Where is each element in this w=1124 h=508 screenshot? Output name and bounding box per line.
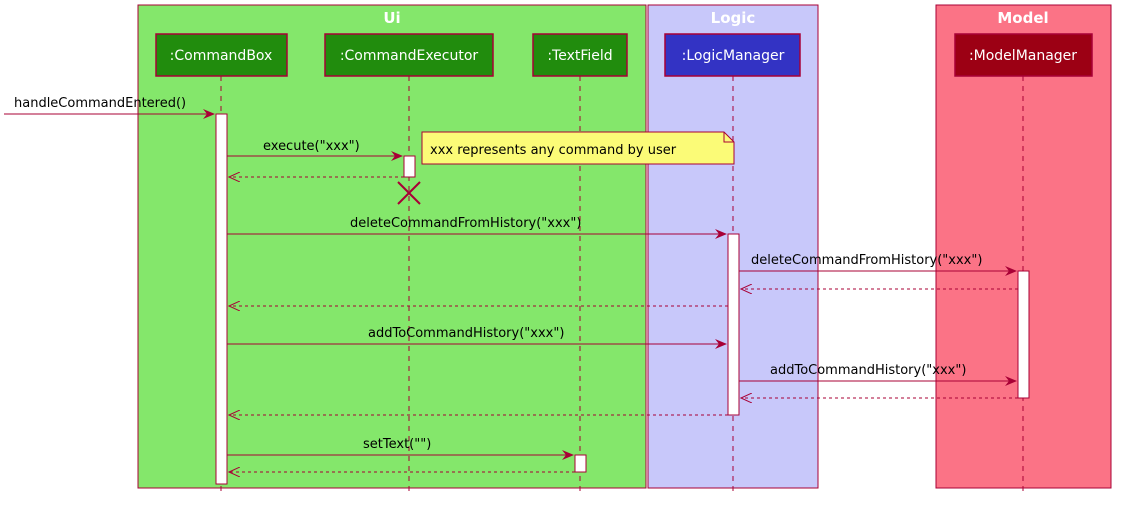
message-add-model-label: addToCommandHistory("xxx") xyxy=(770,363,966,378)
participant-logicmanager-label: :LogicManager xyxy=(682,48,785,64)
participant-logicmanager-box xyxy=(664,33,801,77)
activations xyxy=(215,113,1030,485)
activation-logicmanager xyxy=(727,233,740,416)
box-model-title: Model xyxy=(997,9,1048,27)
note: xxx represents any command by user xyxy=(421,131,735,165)
activation-modelmanager xyxy=(1017,270,1030,399)
participant-commandbox-box xyxy=(155,33,288,77)
participant-modelmanager-box xyxy=(954,33,1093,77)
participant-commandbox: :CommandBox xyxy=(155,33,288,77)
messages: handleCommandEntered() execute("xxx") de… xyxy=(4,96,1018,472)
message-delete-model-label: deleteCommandFromHistory("xxx") xyxy=(751,253,982,268)
destroy-x-icon xyxy=(397,181,421,205)
message-settext-label: setText("") xyxy=(363,437,431,452)
participant-modelmanager-label: :ModelManager xyxy=(969,48,1077,64)
participant-commandexecutor: :CommandExecutor xyxy=(324,33,494,77)
participant-commandexecutor-box xyxy=(324,33,494,77)
box-ui: Ui xyxy=(137,4,647,489)
participant-commandexecutor-label: :CommandExecutor xyxy=(340,48,479,64)
message-handle-label: handleCommandEntered() xyxy=(14,96,186,111)
activation-textfield xyxy=(574,454,587,473)
participant-modelmanager: :ModelManager xyxy=(954,33,1093,77)
box-logic-title: Logic xyxy=(711,9,756,27)
note-shape xyxy=(421,131,735,165)
box-ui-background xyxy=(137,4,647,489)
note-fold xyxy=(723,132,734,143)
participant-textfield-box xyxy=(532,33,628,77)
message-delete-logic-label: deleteCommandFromHistory("xxx") xyxy=(350,216,581,231)
box-ui-title: Ui xyxy=(383,9,400,27)
participant-logicmanager: :LogicManager xyxy=(664,33,801,77)
activation-commandexecutor xyxy=(403,155,416,178)
message-add-logic-label: addToCommandHistory("xxx") xyxy=(368,326,564,341)
participant-textfield: :TextField xyxy=(532,33,628,77)
participant-textfield-label: :TextField xyxy=(547,48,612,64)
activation-commandbox xyxy=(215,113,228,485)
participant-commandbox-label: :CommandBox xyxy=(170,48,273,64)
message-execute-label: execute("xxx") xyxy=(263,139,360,154)
note-text: xxx represents any command by user xyxy=(430,143,677,158)
